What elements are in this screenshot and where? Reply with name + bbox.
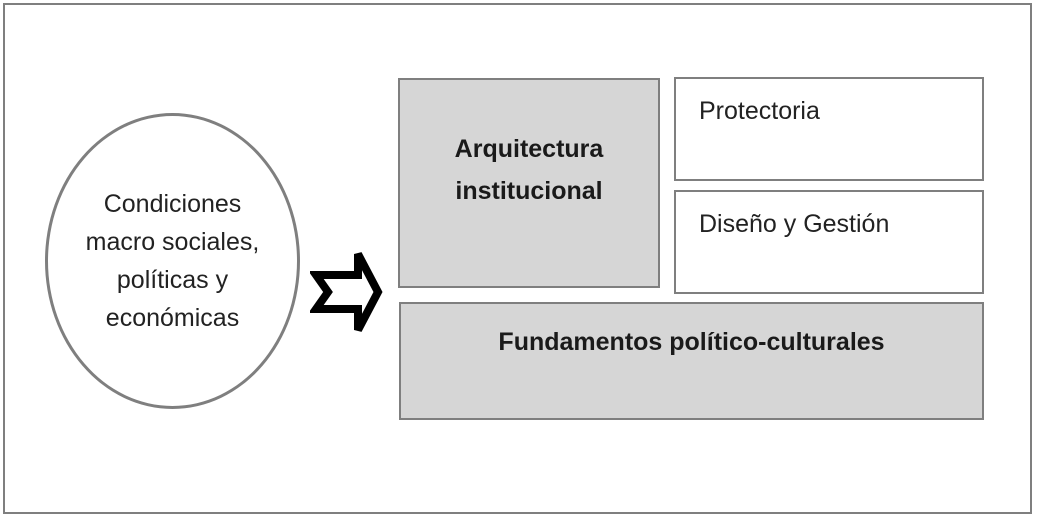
fundamentos-label: Fundamentos político-culturales <box>498 328 885 356</box>
protectoria-label: Protectoria <box>699 97 820 125</box>
fundamentos-box: Fundamentos político-culturales <box>399 302 984 420</box>
protectoria-box: Protectoria <box>674 77 984 181</box>
conditions-line-2: macro sociales, <box>85 228 260 256</box>
conditions-line-3: políticas y <box>116 266 229 294</box>
conditions-text: Condiciones macro sociales, políticas y … <box>73 185 273 337</box>
diseno-gestion-label: Diseño y Gestión <box>699 210 890 238</box>
arquitectura-line-1: Arquitectura <box>454 135 604 163</box>
arquitectura-institucional-box: Arquitectura institucional <box>398 78 660 288</box>
conditions-oval: Condiciones macro sociales, políticas y … <box>45 113 300 409</box>
conditions-line-4: económicas <box>105 304 240 332</box>
diseno-gestion-box: Diseño y Gestión <box>674 190 984 294</box>
hollow-right-arrow-icon <box>310 252 383 332</box>
conditions-line-1: Condiciones <box>103 190 242 218</box>
arquitectura-text: Arquitectura institucional <box>400 128 658 212</box>
arquitectura-line-2: institucional <box>455 177 603 205</box>
